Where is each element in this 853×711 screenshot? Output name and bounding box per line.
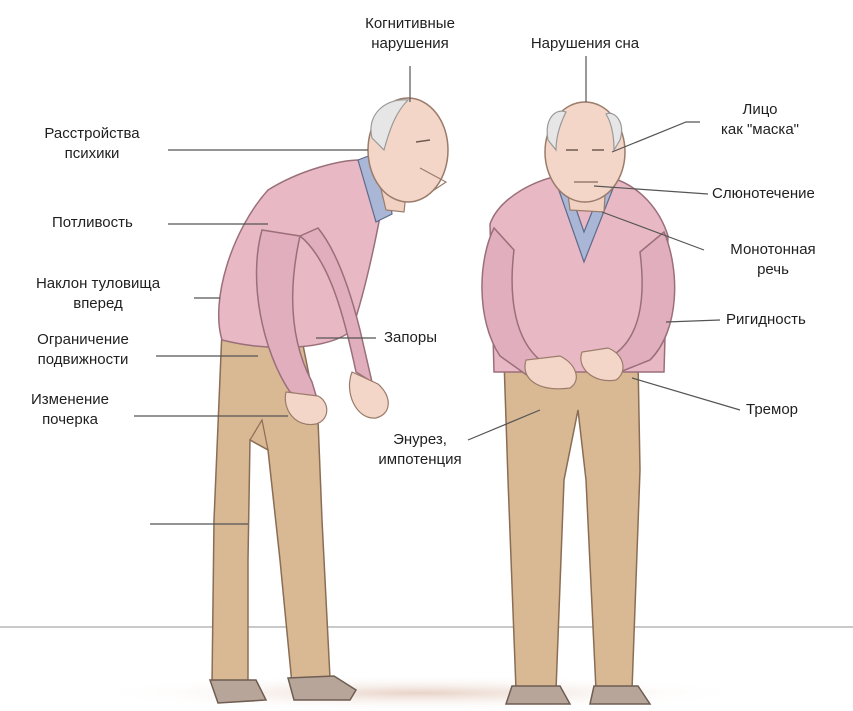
label-mobility: Ограничение подвижности: [10, 330, 156, 370]
label-sweating-text: Потливость: [52, 213, 133, 233]
label-sweating: Потливость: [52, 213, 133, 233]
stooped-man-figure: [210, 98, 448, 703]
label-speech: Монотонная речь: [706, 240, 840, 280]
label-tremor: Тремор: [746, 400, 798, 420]
label-psyche: Расстройства психики: [18, 124, 166, 164]
label-handwriting: Изменение почерка: [8, 390, 132, 430]
label-enuresis-line1: Энурез,: [360, 430, 480, 450]
floor-shadow: [90, 675, 750, 711]
label-mask-face-line1: Лицо: [700, 100, 820, 120]
label-psyche-line2: психики: [18, 144, 166, 164]
label-salivation: Слюнотечение: [712, 184, 815, 204]
label-trunk-line2: вперед: [8, 294, 188, 314]
label-constipation-text: Запоры: [384, 328, 437, 348]
label-cognitive-line1: Когнитивные: [340, 14, 480, 34]
label-enuresis: Энурез, импотенция: [360, 430, 480, 470]
label-mask-face: Лицо как "маска": [700, 100, 820, 140]
label-speech-line2: речь: [706, 260, 840, 280]
label-cognitive-line2: нарушения: [340, 34, 480, 54]
label-handwriting-line2: почерка: [8, 410, 132, 430]
label-trunk: Наклон туловища вперед: [8, 274, 188, 314]
label-trunk-line1: Наклон туловища: [8, 274, 188, 294]
label-tremor-text: Тремор: [746, 400, 798, 420]
label-speech-line1: Монотонная: [706, 240, 840, 260]
label-mask-face-line2: как "маска": [700, 120, 820, 140]
label-handwriting-line1: Изменение: [8, 390, 132, 410]
label-salivation-text: Слюнотечение: [712, 184, 815, 204]
label-rigidity: Ригидность: [726, 310, 806, 330]
leader-rigidity: [666, 320, 720, 322]
label-psyche-line1: Расстройства: [18, 124, 166, 144]
label-constipation: Запоры: [384, 328, 437, 348]
label-mobility-line2: подвижности: [10, 350, 156, 370]
label-enuresis-line2: импотенция: [360, 450, 480, 470]
label-rigidity-text: Ригидность: [726, 310, 806, 330]
leader-tremor: [632, 378, 740, 410]
label-sleep-text: Нарушения сна: [510, 34, 660, 54]
label-cognitive: Когнитивные нарушения: [340, 14, 480, 54]
label-mobility-line1: Ограничение: [10, 330, 156, 350]
standing-man-figure: [482, 102, 675, 704]
label-sleep: Нарушения сна: [510, 34, 660, 54]
